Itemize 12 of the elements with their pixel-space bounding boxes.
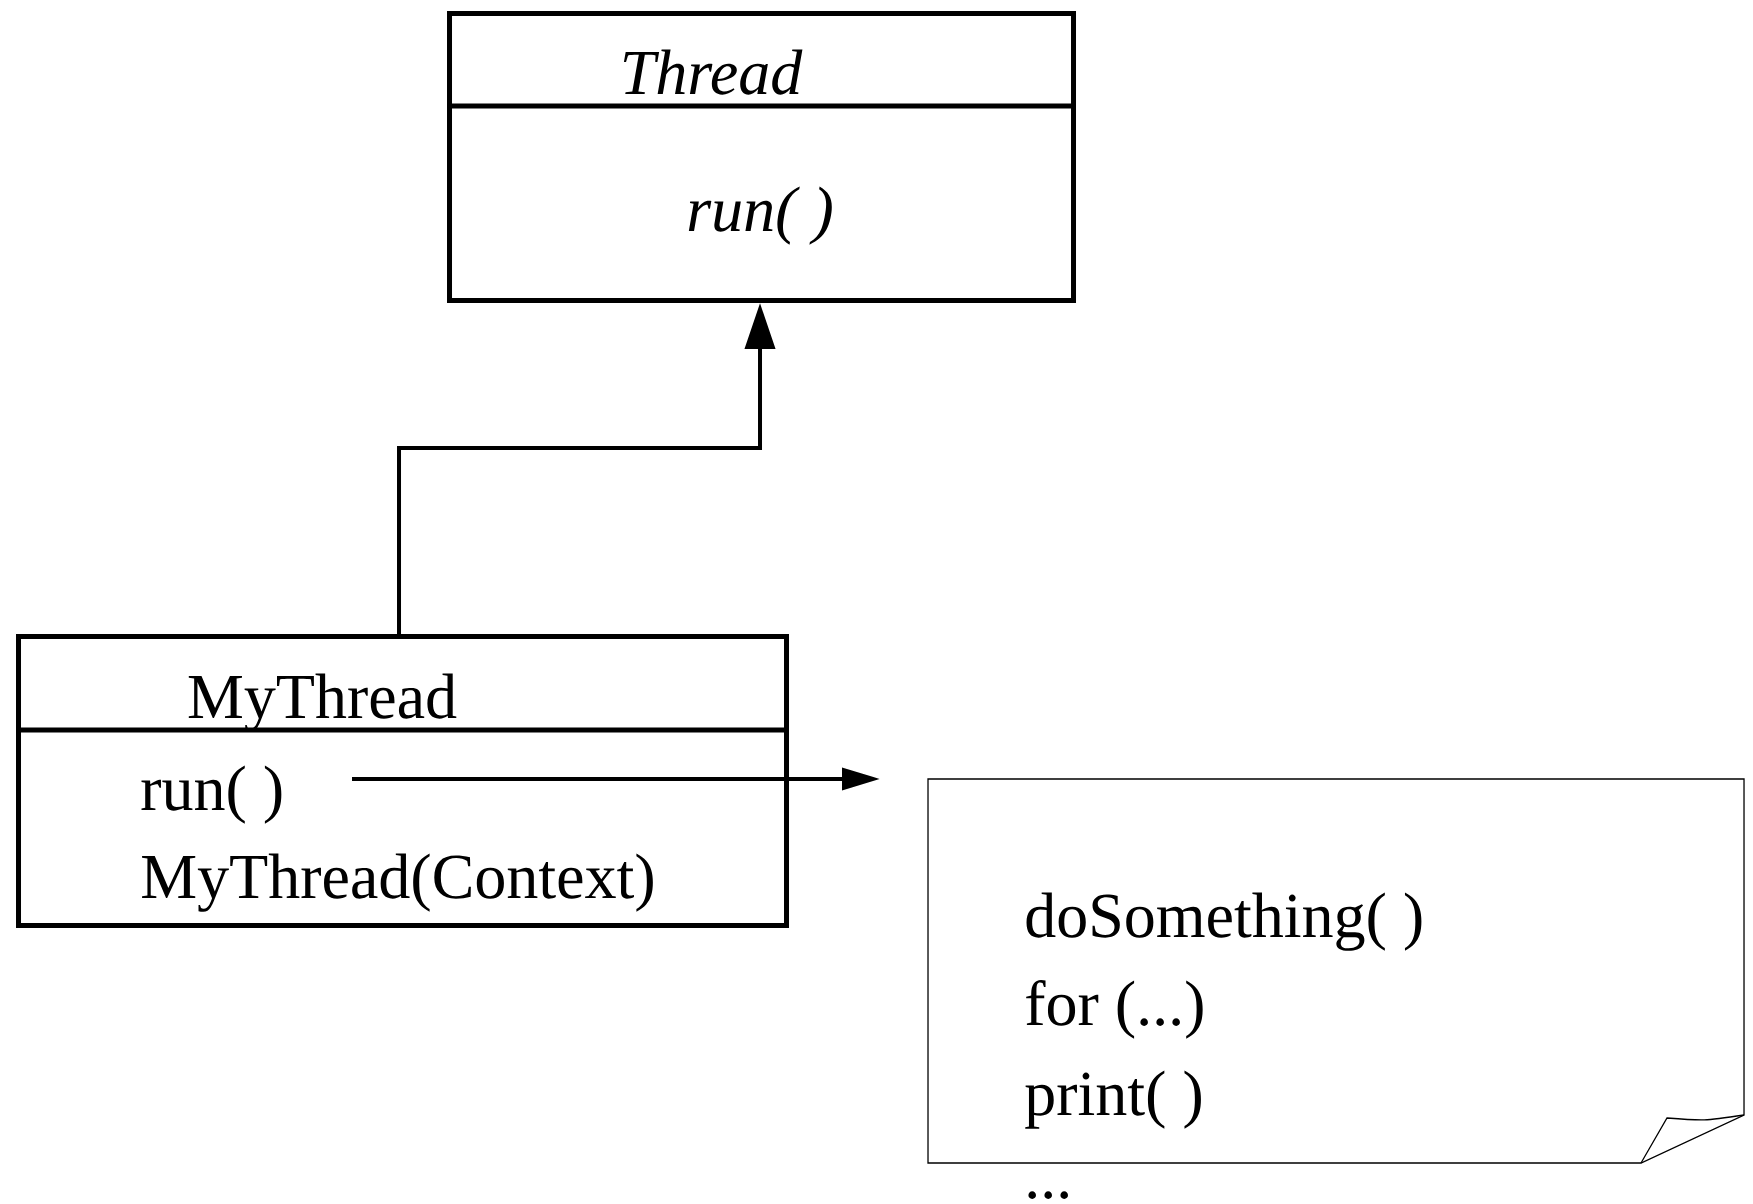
class-box	[447, 11, 1076, 303]
class-name: MyThread	[188, 673, 457, 732]
method-text: MyThread(Context)	[142, 853, 653, 912]
class-box	[16, 634, 789, 928]
code-line: doSomething( )	[1026, 892, 1422, 951]
class-name: Thread	[623, 49, 803, 95]
method-text: run( )	[688, 186, 832, 245]
code-line: print( )	[1025, 1070, 1201, 1129]
note-box	[927, 778, 1745, 1199]
code-line: for (...)	[1026, 979, 1203, 1039]
code-line: ...	[1028, 1191, 1068, 1199]
method-text: run( )	[141, 765, 282, 824]
